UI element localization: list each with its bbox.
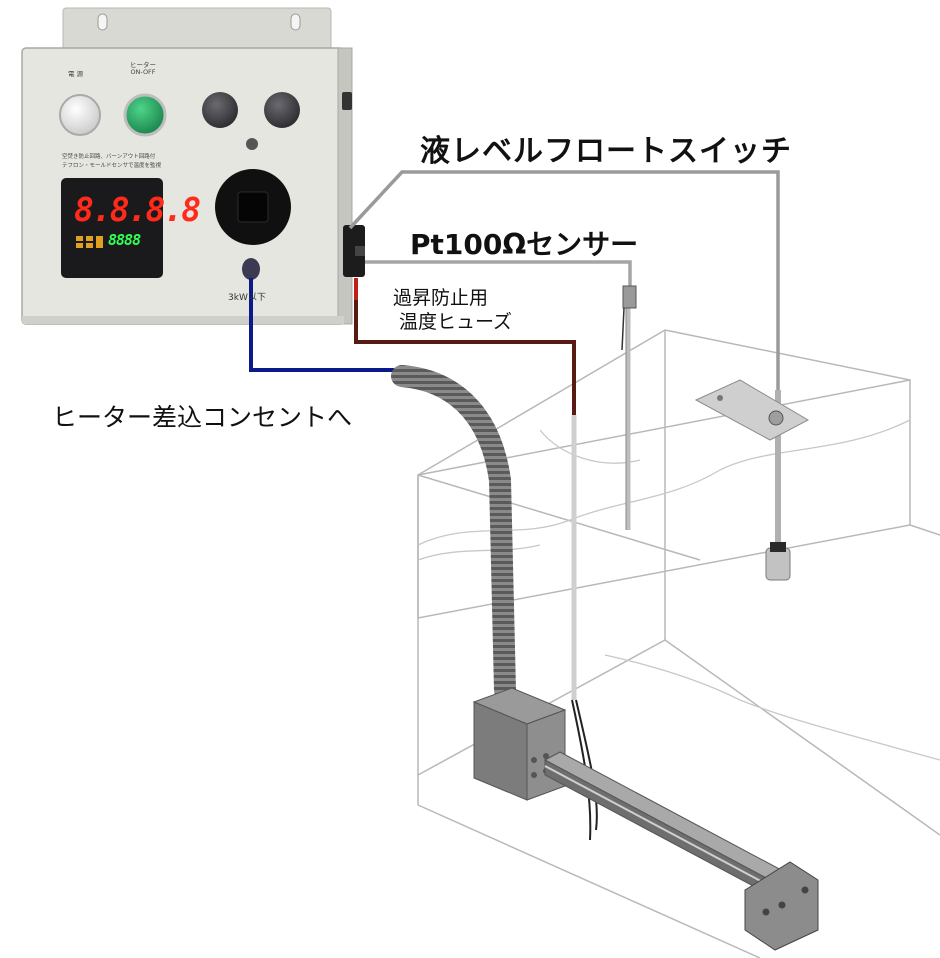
screw-icon [246, 138, 258, 150]
float-switch-cable [348, 170, 780, 390]
fuse-cable [354, 280, 576, 415]
float-switch [694, 379, 810, 581]
sensor-connector [343, 225, 365, 277]
bracket-hole [762, 908, 770, 916]
pt100-cable [365, 260, 632, 290]
fuse-label-line1: 過昇防止用 [393, 287, 489, 309]
temperature-controller [61, 178, 163, 278]
knockout-3 [531, 772, 537, 778]
bracket-hole-left [97, 13, 108, 31]
indicator-led-2 [76, 243, 83, 248]
power-rating-label: 3kW以下 [228, 293, 266, 303]
adjust-knob-right[interactable] [264, 92, 300, 128]
heater-label-line1: ヒーター [130, 61, 156, 69]
knockout-2 [543, 753, 549, 759]
pt100-sensor-label: Pt100Ωセンサー [410, 228, 639, 261]
power-label: 電 源 [68, 70, 84, 78]
outlet-slot [237, 191, 269, 223]
cable-gland [242, 258, 260, 280]
float-nut [768, 410, 784, 426]
setpoint-display: 8888 [108, 231, 141, 249]
panel-note-2: テフロン・モールドセンサで温度を監視 [62, 163, 162, 169]
plate-hole [717, 395, 723, 401]
bracket-hole-right [290, 13, 301, 31]
heater-switch-label: ヒーター ON-OFF [130, 62, 156, 76]
panel-note-1: 空焚き防止回路、バーンアウト回路付 [62, 154, 156, 160]
outlet-label: ヒーター差込コンセントへ [52, 403, 353, 432]
outlet-cable [249, 278, 398, 372]
float-switch-label: 液レベルフロートスイッチ [420, 134, 792, 169]
power-button[interactable] [59, 94, 101, 136]
indicator-led-1 [76, 236, 83, 241]
control-box [21, 7, 365, 325]
float-collar [770, 542, 786, 552]
bracket-hole-2 [778, 901, 786, 909]
indicator-led-4 [86, 243, 93, 248]
temperature-display: 8.8.8.8 [74, 190, 201, 229]
sensor-head [622, 285, 637, 309]
connector-pin [355, 246, 365, 256]
heater-label-line2: ON-OFF [130, 68, 156, 76]
bracket-hole-3 [801, 886, 809, 894]
side-switch [342, 92, 352, 110]
adjust-knob-left[interactable] [202, 92, 238, 128]
heater [391, 365, 819, 951]
heater-element-top [543, 751, 802, 889]
knockout-1 [531, 757, 537, 763]
indicator-led-3 [86, 236, 93, 241]
box-bottom-edge [22, 316, 344, 324]
heater-element-front [544, 759, 786, 904]
float-mount-plate [694, 379, 810, 441]
box-side [337, 47, 353, 325]
flexible-conduit [391, 365, 516, 701]
indicator-led-5 [96, 236, 103, 248]
thermal-fuse-label: 過昇防止用 温度ヒューズ [393, 286, 512, 334]
float [765, 547, 791, 581]
heater-on-off-button[interactable] [123, 93, 167, 137]
fuse-label-line2: 温度ヒューズ [399, 311, 513, 333]
pt100-sensor [621, 285, 637, 530]
